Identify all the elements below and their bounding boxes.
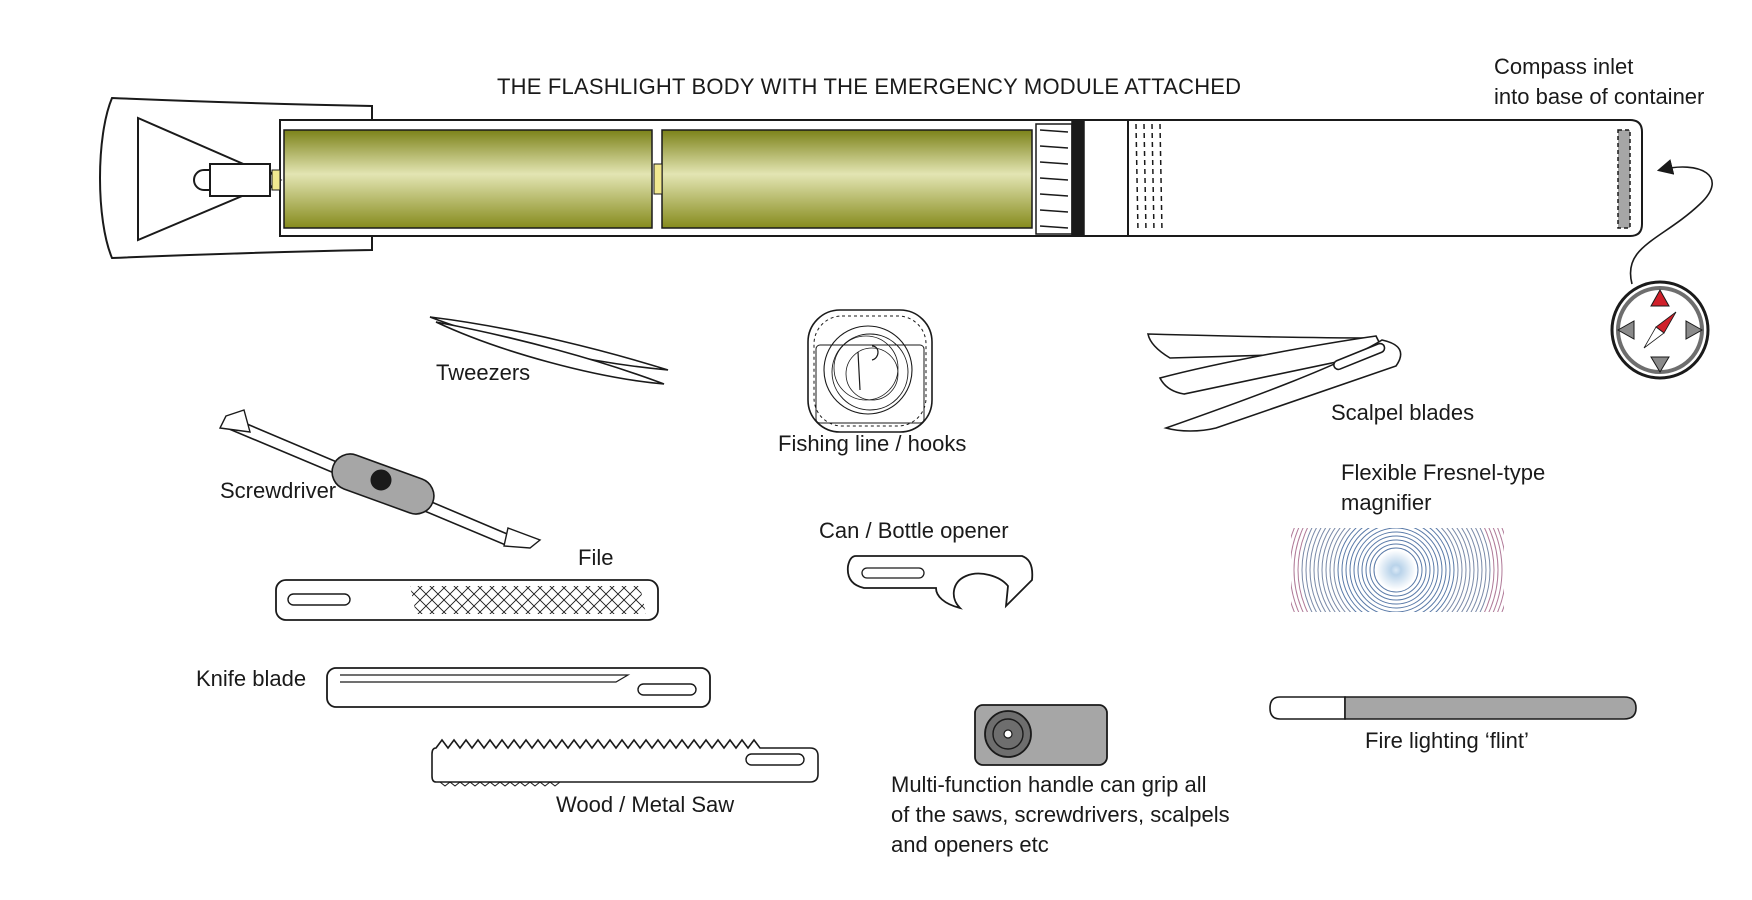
fresnel-ring — [1361, 535, 1431, 605]
saw-lower-teeth — [439, 781, 561, 787]
battery-2 — [661, 129, 1033, 229]
fresnel-ring — [1321, 528, 1471, 612]
fresnel-ring — [1373, 547, 1419, 593]
can-opener-icon — [846, 555, 1034, 610]
compass-arrow — [1629, 159, 1713, 285]
fresnel-magnifier-icon — [1291, 528, 1504, 612]
fresnel-ring — [1301, 528, 1491, 612]
fresnel-ring — [1309, 528, 1483, 612]
handle-label-line3: and openers etc — [891, 832, 1049, 857]
compass-label-line2: into base of container — [1494, 84, 1705, 109]
handle-label-line1: Multi-function handle can grip all — [891, 772, 1207, 797]
flint-label: Fire lighting ‘flint’ — [1365, 728, 1529, 753]
flashlight-tube — [372, 119, 1643, 237]
fresnel-ring — [1291, 528, 1503, 612]
scalpel-blades-icon — [1147, 333, 1402, 432]
compass-icon — [1610, 280, 1710, 380]
fire-flint-icon — [1269, 696, 1637, 720]
fresnel-ring — [1313, 528, 1479, 612]
knife-blade-icon — [326, 667, 711, 708]
fresnel-ring — [1297, 528, 1495, 612]
fresnel-ring — [1357, 531, 1435, 609]
file-tool-icon — [275, 579, 659, 621]
file-label: File — [578, 545, 614, 570]
magnifier-label-line2: magnifier — [1341, 490, 1432, 515]
fresnel-ring — [1365, 539, 1427, 601]
saw-blade-icon — [431, 738, 819, 787]
multi-function-handle-icon — [974, 704, 1108, 766]
flashlight-head — [99, 96, 373, 260]
battery-1 — [283, 129, 653, 229]
screwdriver-label: Screwdriver — [220, 478, 337, 503]
fresnel-ring — [1325, 528, 1467, 612]
compass-inlet — [1617, 129, 1631, 229]
screwdriver-icon — [218, 409, 542, 549]
fresnel-ring — [1353, 528, 1439, 612]
fresnel-ring — [1337, 528, 1455, 612]
fresnel-ring — [1349, 528, 1443, 612]
scalpel-label: Scalpel blades — [1331, 400, 1475, 425]
fresnel-ring — [1333, 528, 1459, 612]
module-coupling — [1035, 119, 1631, 237]
fresnel-ring — [1317, 528, 1475, 612]
compass-label-line1: Compass inlet — [1494, 54, 1634, 79]
fishing-label: Fishing line / hooks — [778, 431, 967, 456]
fresnel-ring — [1345, 528, 1447, 612]
reflector-cone — [137, 116, 283, 242]
tweezers-icon — [429, 316, 669, 385]
magnifier-label-line1: Flexible Fresnel-type — [1341, 460, 1546, 485]
batteries — [283, 129, 1033, 229]
diagram-title: THE FLASHLIGHT BODY WITH THE EMERGENCY M… — [497, 74, 1242, 99]
fresnel-ring — [1305, 528, 1487, 612]
fresnel-ring — [1369, 543, 1423, 597]
fresnel-ring — [1329, 528, 1463, 612]
handle-label-line2: of the saws, screwdrivers, scalpels — [891, 802, 1230, 827]
fresnel-ring — [1293, 528, 1499, 612]
saw-label: Wood / Metal Saw — [556, 792, 735, 817]
fresnel-ring — [1341, 528, 1451, 612]
fishing-kit-icon — [807, 309, 933, 433]
tweezers-label: Tweezers — [436, 360, 531, 385]
knife-label: Knife blade — [196, 666, 307, 691]
flashlight-body — [99, 96, 1643, 260]
can-opener-label: Can / Bottle opener — [819, 518, 1009, 543]
